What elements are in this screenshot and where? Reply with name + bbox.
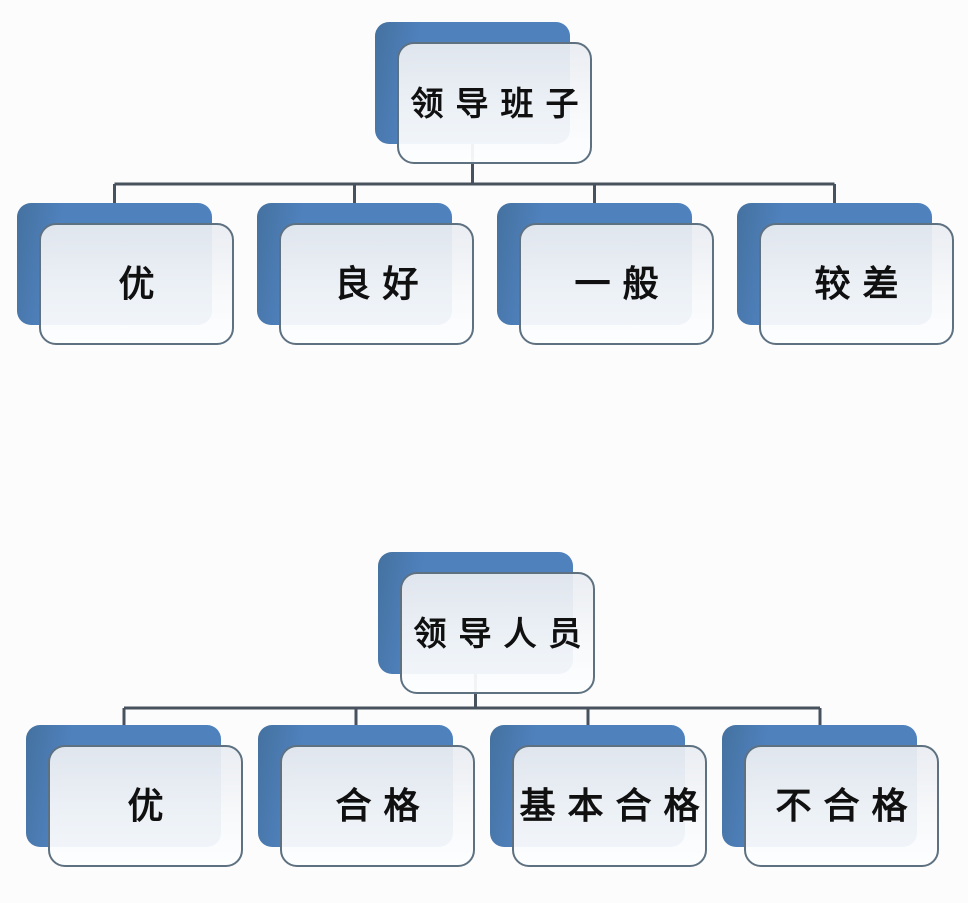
node-label: 领导人员 <box>413 614 594 652</box>
node-label: 较差 <box>814 263 911 304</box>
chart2-leaf-node-2: 合格 <box>258 725 477 869</box>
node-label: 合格 <box>335 785 432 826</box>
node-card: 不合格 <box>744 745 939 867</box>
node-card: 较差 <box>759 223 954 345</box>
node-card: 优 <box>48 745 243 867</box>
node-card: 一般 <box>519 223 714 345</box>
node-label: 一般 <box>574 263 671 304</box>
node-card: 基本合格 <box>512 745 707 867</box>
node-card: 合格 <box>280 745 475 867</box>
chart1-leaf-node-3: 一般 <box>497 203 716 347</box>
chart2-leaf-node-1: 优 <box>26 725 245 869</box>
node-label: 基本合格 <box>519 785 712 826</box>
node-card: 领导人员 <box>400 572 595 694</box>
chart2-leaf-node-3: 基本合格 <box>490 725 709 869</box>
node-card: 优 <box>39 223 234 345</box>
chart1-leaf-node-4: 较差 <box>737 203 956 347</box>
chart1-leaf-node-2: 良好 <box>257 203 476 347</box>
node-label: 良好 <box>334 263 431 304</box>
chart2-root-node: 领导人员 <box>378 552 597 696</box>
chart2-leaf-node-4: 不合格 <box>722 725 941 869</box>
node-label: 不合格 <box>775 785 920 826</box>
node-label: 领导班子 <box>410 84 591 122</box>
node-label: 优 <box>127 785 176 826</box>
node-label: 优 <box>118 263 167 304</box>
chart1-root-node: 领导班子 <box>375 22 594 166</box>
node-card: 良好 <box>279 223 474 345</box>
node-card: 领导班子 <box>397 42 592 164</box>
chart1-leaf-node-1: 优 <box>17 203 236 347</box>
